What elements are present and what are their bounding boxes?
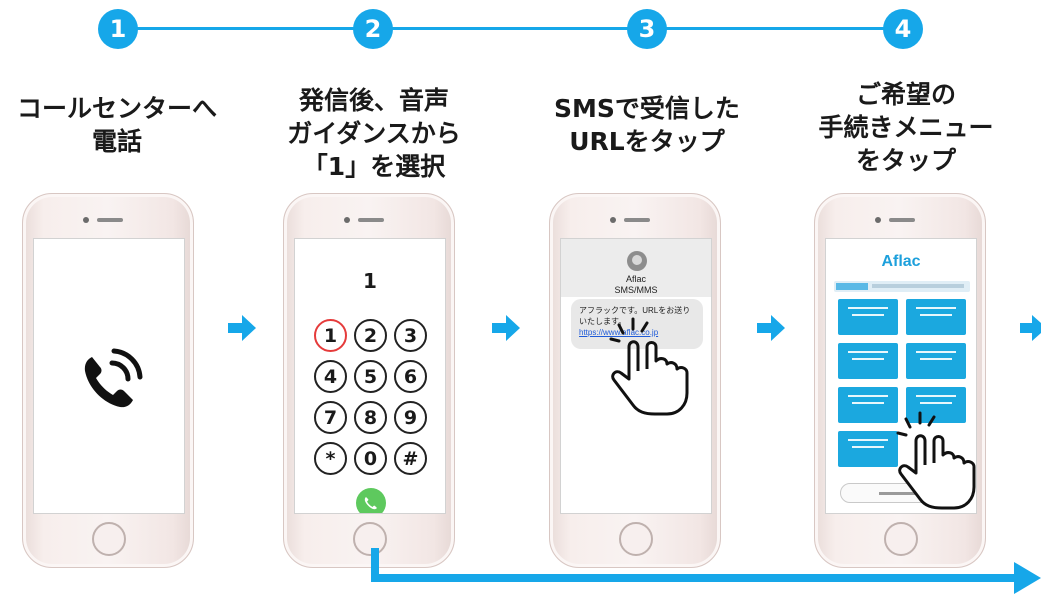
phone-2-screen: 1 1 2 3 4 5 6 7 8 9 * 0 # <box>294 238 446 514</box>
step-progress-line <box>118 27 908 30</box>
phone-2: 1 1 2 3 4 5 6 7 8 9 * 0 # <box>283 193 455 568</box>
step-3-title: SMSで受信した URLをタップ <box>532 92 762 158</box>
step-2-badge: 2 <box>353 9 393 49</box>
sms-type: SMS/MMS <box>614 285 658 295</box>
speaker-slot <box>624 218 650 222</box>
speaker-slot <box>889 218 915 222</box>
step-1-title: コールセンターへ 電話 <box>2 92 232 158</box>
dial-key-2[interactable]: 2 <box>354 319 387 352</box>
menu-tile[interactable] <box>838 431 898 467</box>
speaker-slot <box>358 218 384 222</box>
dial-key-8[interactable]: 8 <box>354 401 387 434</box>
step-4-title-line: ご希望の <box>855 80 956 109</box>
dial-key-9[interactable]: 9 <box>394 401 427 434</box>
menu-tile[interactable] <box>906 343 966 379</box>
step-4-title: ご希望の 手続きメニュー をタップ <box>791 78 1021 177</box>
step-4-badge: 4 <box>883 9 923 49</box>
phone-3: Aflac SMS/MMS アフラックです。URLをお送りいたします。 http… <box>549 193 721 568</box>
step-3-title-line: SMSで受信した <box>554 94 740 123</box>
phone-icon <box>364 497 377 510</box>
menu-tile[interactable] <box>838 387 898 423</box>
phone-3-screen: Aflac SMS/MMS アフラックです。URLをお送りいたします。 http… <box>560 238 712 514</box>
dial-display: 1 <box>363 269 377 293</box>
step-2-number: 2 <box>364 15 382 43</box>
speaker-slot <box>97 218 123 222</box>
dial-key-3[interactable]: 3 <box>394 319 427 352</box>
step-1-badge: 1 <box>98 9 138 49</box>
sms-sender: Aflac <box>625 274 646 284</box>
step-4-title-line: をタップ <box>855 146 956 175</box>
arrow-right-icon <box>757 315 785 341</box>
dial-key-5[interactable]: 5 <box>354 360 387 393</box>
dial-key-star[interactable]: * <box>314 442 347 475</box>
menu-tab-bar <box>834 281 970 292</box>
step-2-title-line: ガイダンスから <box>287 119 461 148</box>
camera-icon <box>875 217 881 223</box>
step-3-badge: 3 <box>627 9 667 49</box>
step-1-title-line: コールセンターへ <box>16 94 217 123</box>
arrow-right-icon <box>1020 315 1041 341</box>
sms-message-bubble: アフラックです。URLをお送りいたします。 https://www.aflac.… <box>571 299 703 349</box>
dial-key-7[interactable]: 7 <box>314 401 347 434</box>
home-button <box>353 522 387 556</box>
dial-key-0[interactable]: 0 <box>354 442 387 475</box>
call-button[interactable] <box>356 488 386 513</box>
arrow-right-icon <box>228 315 256 341</box>
menu-tile[interactable] <box>906 299 966 335</box>
pointing-hand-icon <box>609 317 689 416</box>
dial-key-1[interactable]: 1 <box>314 319 347 352</box>
phone-4-screen: Aflac <box>825 238 977 514</box>
dial-key-4[interactable]: 4 <box>314 360 347 393</box>
phone-ringing-icon <box>84 348 143 408</box>
dial-key-hash[interactable]: # <box>394 442 427 475</box>
step-4-title-line: 手続きメニュー <box>818 113 994 142</box>
flow-arrow <box>371 548 1041 594</box>
sms-header: Aflac SMS/MMS <box>561 239 711 297</box>
phone-1 <box>22 193 194 568</box>
sms-link[interactable]: https://www.aflac.co.jp <box>579 328 659 337</box>
phone-4: Aflac <box>814 193 986 568</box>
step-2-title-line: 発信後、音声 <box>298 86 449 115</box>
step-3-title-line: URLをタップ <box>569 127 725 156</box>
contact-avatar-icon <box>627 251 647 271</box>
menu-tab-active <box>836 283 868 290</box>
step-3-number: 3 <box>638 15 656 43</box>
step-2-title: 発信後、音声 ガイダンスから 「1」を選択 <box>259 84 489 183</box>
menu-tile[interactable] <box>906 387 966 423</box>
camera-icon <box>344 217 350 223</box>
menu-tab-caption <box>872 284 964 288</box>
camera-icon <box>610 217 616 223</box>
menu-tile[interactable] <box>838 299 898 335</box>
camera-icon <box>83 217 89 223</box>
step-1-title-line: 電話 <box>91 127 142 156</box>
aflac-logo: Aflac <box>881 253 921 270</box>
step-1-number: 1 <box>109 15 127 43</box>
dial-key-6[interactable]: 6 <box>394 360 427 393</box>
step-2-title-line: 「1」を選択 <box>302 152 446 181</box>
sms-message-text: アフラックです。URLをお送りいたします。 <box>579 306 691 326</box>
home-button <box>619 522 653 556</box>
pointing-hand-icon <box>896 411 976 510</box>
home-button <box>884 522 918 556</box>
menu-tile[interactable] <box>838 343 898 379</box>
step-4-number: 4 <box>894 15 912 43</box>
phone-1-screen <box>33 238 185 514</box>
arrow-right-icon <box>492 315 520 341</box>
home-button <box>92 522 126 556</box>
